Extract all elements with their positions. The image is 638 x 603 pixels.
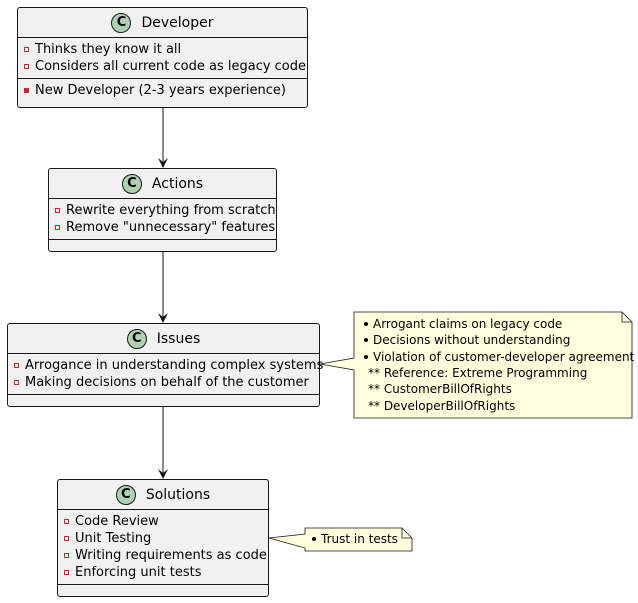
attribute-row: Remove "unnecessary" features — [55, 219, 276, 236]
attribute-row: Making decisions on behalf of the custom… — [14, 374, 319, 391]
attribute-row: Arrogance in understanding complex syste… — [14, 357, 323, 374]
class-actions-attributes: Rewrite everything from scratch Remove "… — [49, 199, 276, 240]
issues-note[interactable]: Arrogant claims on legacy code Decisions… — [362, 316, 634, 414]
attribute-row: Code Review — [64, 513, 268, 530]
class-icon: C — [111, 12, 132, 33]
class-icon: C — [115, 484, 136, 505]
private-visibility-icon — [64, 553, 69, 558]
class-developer-methods: New Developer (2-3 years experience) — [18, 79, 307, 102]
attribute-row: Rewrite everything from scratch — [55, 202, 276, 219]
bullet-icon — [312, 537, 316, 542]
class-issues-methods — [8, 395, 319, 404]
attribute-row: Thinks they know it all — [24, 41, 307, 58]
attribute-row: Unit Testing — [64, 530, 268, 547]
class-actions-methods — [49, 240, 276, 249]
bullet-icon — [364, 354, 368, 359]
private-method-icon — [24, 88, 29, 93]
private-visibility-icon — [24, 64, 29, 69]
private-visibility-icon — [64, 536, 69, 541]
private-visibility-icon — [14, 363, 19, 368]
attribute-row: Considers all current code as legacy cod… — [24, 58, 307, 75]
private-visibility-icon — [14, 380, 19, 385]
private-visibility-icon — [55, 208, 60, 213]
method-row: New Developer (2-3 years experience) — [24, 82, 307, 99]
issues-note-shape — [319, 311, 633, 419]
class-issues-attributes: Arrogance in understanding complex syste… — [8, 354, 323, 395]
class-solutions-methods — [58, 585, 268, 594]
note-line: Trust in tests — [310, 531, 398, 547]
note-line: Decisions without understanding — [362, 332, 634, 348]
solutions-note-shape — [268, 527, 413, 552]
class-solutions-attributes: Code Review Unit Testing Writing require… — [58, 510, 268, 585]
class-developer-header: C Developer — [18, 8, 307, 38]
bullet-icon — [364, 338, 368, 343]
solutions-note-fold — [401, 528, 412, 539]
class-issues[interactable]: C Issues Arrogance in understanding comp… — [7, 323, 323, 407]
class-developer[interactable]: C Developer Thinks they know it all Cons… — [17, 7, 308, 108]
bullet-icon — [364, 322, 368, 327]
class-icon: C — [121, 173, 142, 194]
note-line: ** DeveloperBillOfRights — [368, 398, 516, 413]
issues-note-fold — [621, 312, 632, 323]
class-solutions[interactable]: C Solutions Code Review Unit Testing Wri… — [57, 479, 269, 597]
class-actions[interactable]: C Actions Rewrite everything from scratc… — [48, 168, 277, 252]
note-line: Arrogant claims on legacy code — [362, 316, 634, 332]
attribute-row: Writing requirements as code — [64, 547, 268, 564]
private-visibility-icon — [64, 570, 69, 575]
class-developer-attributes: Thinks they know it all Considers all cu… — [18, 38, 307, 79]
class-icon: C — [126, 328, 147, 349]
solutions-note[interactable]: Trust in tests — [310, 531, 398, 547]
private-visibility-icon — [55, 225, 60, 230]
class-title: Solutions — [145, 486, 211, 503]
class-title: Issues — [156, 330, 201, 347]
class-issues-header: C Issues — [8, 324, 319, 354]
attribute-row: Enforcing unit tests — [64, 564, 268, 581]
class-solutions-header: C Solutions — [58, 480, 268, 510]
private-visibility-icon — [64, 519, 69, 524]
class-actions-header: C Actions — [49, 169, 276, 199]
private-visibility-icon — [24, 47, 29, 52]
class-title: Actions — [151, 175, 204, 192]
note-line: ** CustomerBillOfRights — [368, 382, 512, 397]
note-line: ** Reference: Extreme Programming — [368, 366, 588, 381]
note-line: Violation of customer-developer agreemen… — [362, 349, 634, 365]
class-title: Developer — [141, 14, 214, 31]
